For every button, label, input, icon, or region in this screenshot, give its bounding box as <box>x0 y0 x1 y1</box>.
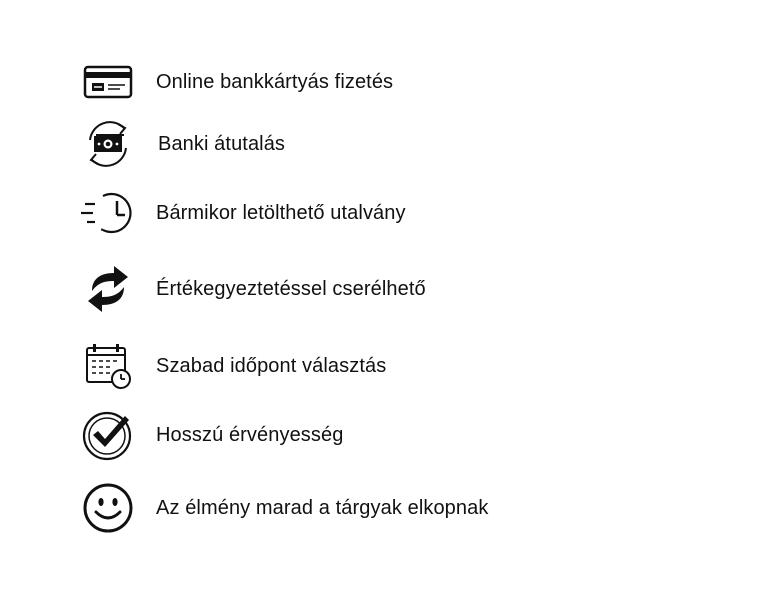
checkmark-circle-icon <box>78 407 138 463</box>
feature-label: Szabad időpont választás <box>156 354 387 377</box>
feature-label: Online bankkártyás fizetés <box>156 70 394 93</box>
calendar-clock-icon <box>78 338 138 394</box>
feature-item-downloadable-voucher: Bármikor letölthető utalvány <box>78 185 406 241</box>
feature-item-bank-transfer: Banki átutalás <box>78 116 285 172</box>
feature-label: Banki átutalás <box>158 132 286 155</box>
feature-item-card-payment: Online bankkártyás fizetés <box>78 54 393 110</box>
fast-clock-icon <box>78 185 138 241</box>
feature-item-long-validity: Hosszú érvényesség <box>78 407 343 463</box>
feature-item-free-appointment: Szabad időpont választás <box>78 338 386 394</box>
exchange-arrows-icon <box>78 261 138 317</box>
feature-item-exchangeable: Értékegyeztetéssel cserélhető <box>78 261 426 317</box>
feature-label: Bármikor letölthető utalvány <box>156 201 406 224</box>
feature-item-experience-lasts: Az élmény marad a tárgyak elkopnak <box>78 480 488 536</box>
smiley-face-icon <box>78 480 138 536</box>
feature-label: Értékegyeztetéssel cserélhető <box>156 277 426 300</box>
feature-label: Az élmény marad a tárgyak elkopnak <box>156 496 489 519</box>
credit-card-icon <box>78 54 138 110</box>
feature-label: Hosszú érvényesség <box>156 423 344 446</box>
bank-transfer-icon <box>78 116 138 172</box>
